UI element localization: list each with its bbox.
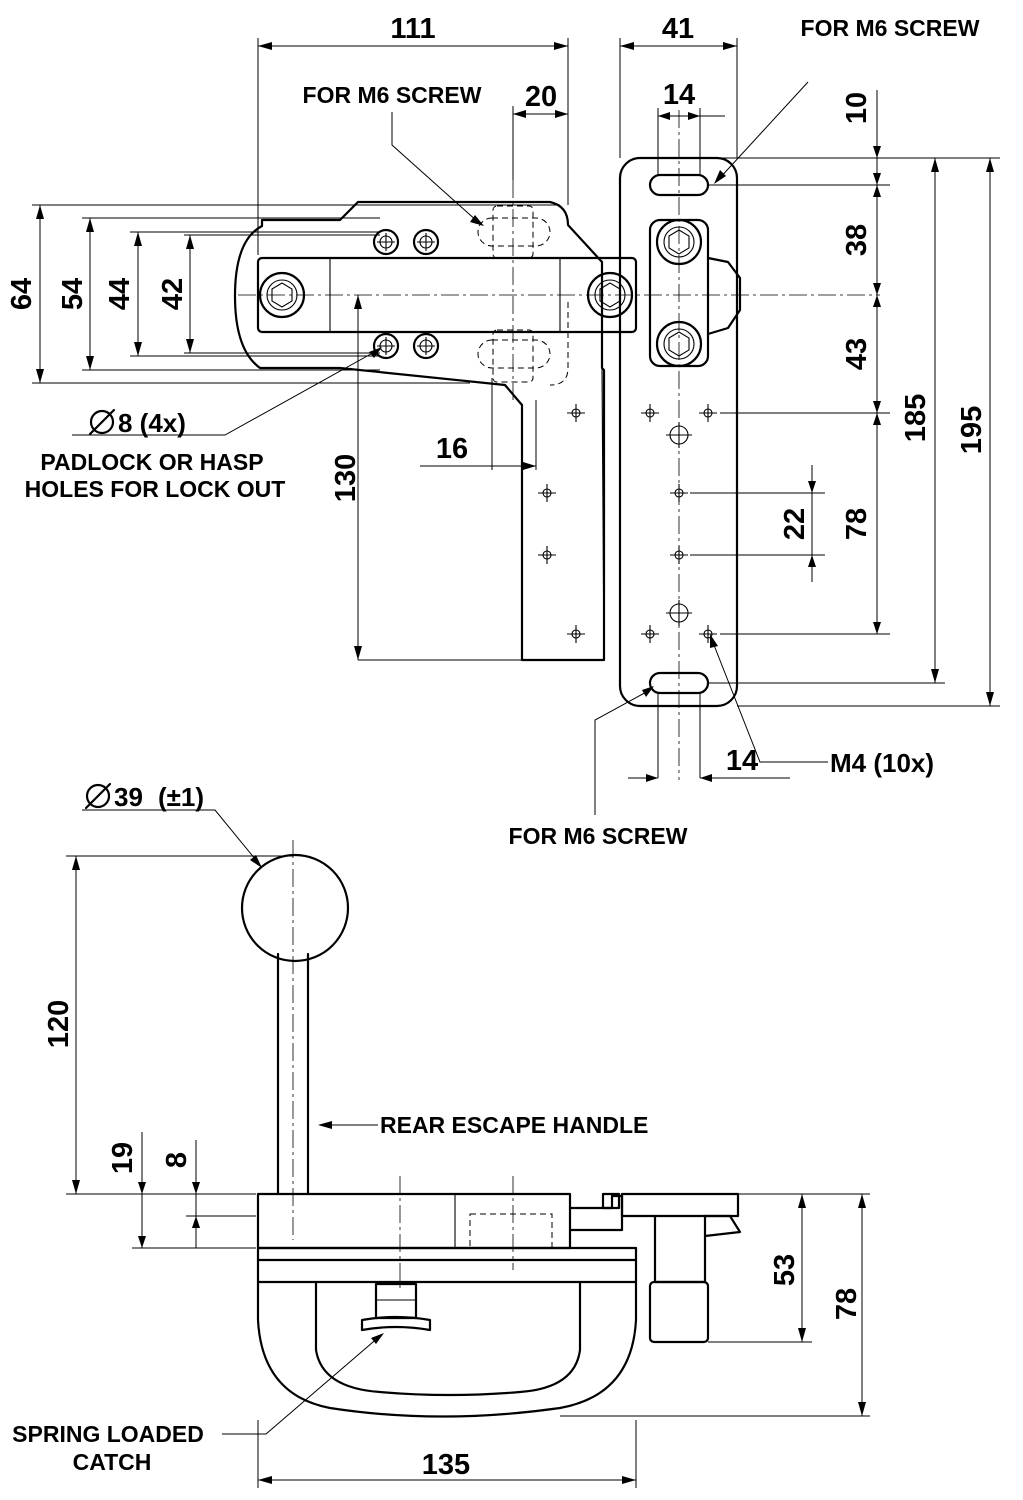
dim-130: 130 (330, 454, 362, 502)
ball-knob (240, 853, 350, 963)
dim-43: 43 (841, 338, 873, 370)
dim-78-side: 78 (831, 1288, 863, 1320)
note-spring-line2: CATCH (73, 1449, 152, 1475)
m4-hole (640, 403, 660, 423)
dim-14-top: 14 (663, 79, 695, 111)
hole-dia-note: 8 (4x) (88, 408, 186, 438)
dimension-lines-side (66, 809, 870, 1488)
top-view: 111 41 20 14 14 16 FOR M6 SCREW FOR M6 S… (6, 13, 1000, 849)
diameter-symbol-icon (85, 783, 111, 809)
latch-block (256, 1192, 572, 1250)
dim-20: 20 (525, 81, 557, 113)
catch-nose (706, 256, 742, 336)
note-hole-dia: 8 (4x) (118, 408, 186, 438)
padlock-hole (372, 228, 400, 256)
padlock-hole (372, 332, 400, 360)
dim-19: 19 (107, 1142, 139, 1174)
m4-hole (566, 403, 586, 423)
spring-catch (374, 1282, 418, 1320)
mounting-plate (618, 156, 742, 708)
m4-hole (566, 624, 586, 644)
dim-185: 185 (900, 394, 932, 442)
dim-195: 195 (956, 406, 988, 454)
dim-135: 135 (422, 1449, 470, 1481)
dim-64: 64 (6, 278, 38, 310)
dim-42: 42 (157, 278, 189, 310)
m4-hole (640, 624, 660, 644)
m4-hole (537, 483, 557, 503)
m4-hole (698, 403, 718, 423)
ball-dia-note: 39 (±1) (84, 782, 204, 812)
side-view: 39 (±1) 120 19 8 53 78 135 REAR ESCAPE H… (12, 782, 870, 1488)
dim-ball-dia: 39 (114, 782, 143, 812)
m4-hole (537, 545, 557, 565)
note-m6-screw-top-left: FOR M6 SCREW (303, 82, 482, 108)
guard-bow (256, 1258, 638, 1418)
dim-10: 10 (841, 92, 873, 124)
note-m6-screw-top-right: FOR M6 SCREW (801, 15, 980, 41)
dim-44: 44 (104, 278, 136, 310)
m4-hole (698, 624, 718, 644)
diameter-symbol-icon (89, 409, 115, 435)
dim-53: 53 (769, 1254, 801, 1286)
padlock-hole (412, 228, 440, 256)
note-m6-screw-bottom: FOR M6 SCREW (509, 823, 688, 849)
dim-8: 8 (161, 1152, 193, 1168)
dim-22: 22 (779, 508, 811, 540)
padlock-hole (412, 332, 440, 360)
note-m4-holes: M4 (10x) (830, 748, 934, 778)
hidden-slot-bottom (477, 339, 551, 369)
dim-78-top: 78 (841, 508, 873, 540)
hidden-slot-top (477, 217, 551, 247)
note-rear-handle: REAR ESCAPE HANDLE (380, 1112, 648, 1138)
dim-38: 38 (841, 224, 873, 256)
note-spring-line1: SPRING LOADED (12, 1421, 204, 1447)
dim-111: 111 (390, 13, 435, 45)
note-padlock-line2: HOLES FOR LOCK OUT (25, 476, 286, 502)
dim-120: 120 (43, 1000, 75, 1048)
latch-body (233, 200, 606, 662)
note-padlock-line1: PADLOCK OR HASP (40, 449, 263, 475)
dim-ball-tol: (±1) (158, 782, 204, 812)
dimension-lines-top (32, 38, 1000, 815)
dim-16: 16 (436, 433, 468, 465)
dim-54: 54 (57, 278, 89, 310)
dim-14-bottom: 14 (726, 745, 758, 777)
dim-41: 41 (662, 13, 694, 45)
catch-block (648, 1280, 710, 1344)
